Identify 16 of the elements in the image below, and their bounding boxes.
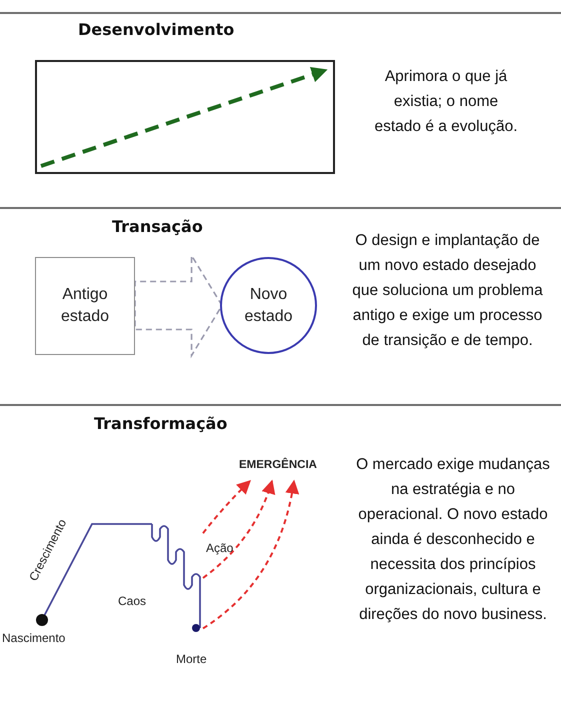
phase-label: Caos: [118, 594, 146, 608]
phase-label: Morte: [176, 652, 207, 666]
section-title: Transformação: [94, 414, 228, 433]
arrow: [202, 480, 251, 534]
section-title: Desenvolvimento: [78, 20, 234, 39]
arrow: [202, 480, 275, 579]
phase-label: Ação: [206, 541, 234, 555]
outcome-label: EMERGÊNCIA: [239, 459, 317, 471]
state-circle: Novo estado: [220, 257, 317, 354]
section-title: Transação: [112, 217, 203, 236]
description-text: O mercado exige mudanças na estratégia e no operacional. O novo estado ainda é desconhecido e necessita dos princípios organizacionais, cultura e direções do novo business.: [355, 455, 551, 625]
description-text: Aprimora o que já existia; o nome estado é a evolução.: [373, 67, 519, 137]
description-text: O design e implantação de um novo estado desejado que soluciona um problema antigo e exige um processo de transição e de tempo.: [351, 231, 544, 351]
arrow: [202, 480, 299, 630]
phase-label: Nascimento: [2, 631, 66, 645]
state-box: Antigo estado: [35, 257, 135, 355]
